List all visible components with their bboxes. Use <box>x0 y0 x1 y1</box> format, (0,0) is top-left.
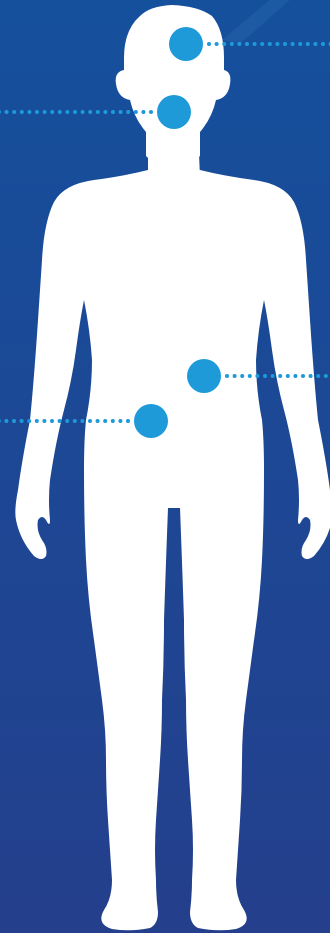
lower-abdomen-marker-dot[interactable] <box>134 404 168 438</box>
neck-marker-dot[interactable] <box>157 95 191 129</box>
head-marker-dot[interactable] <box>169 27 203 61</box>
abdomen-marker-dot[interactable] <box>187 359 221 393</box>
